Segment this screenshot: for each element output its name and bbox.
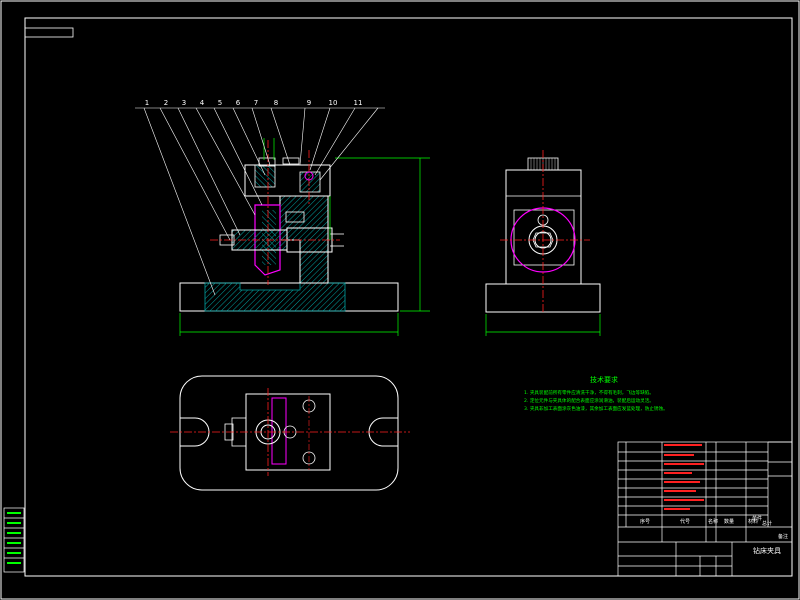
- callout-9: 9: [307, 99, 311, 107]
- drawing-code-box: [24, 27, 74, 38]
- part-callouts: 1 2 3 4 5 6 7 8 9 10 11: [145, 99, 363, 107]
- side-view: [485, 150, 601, 336]
- title-block-header-cell: 备注: [778, 533, 788, 540]
- bushing-section: [254, 164, 276, 188]
- callout-8: 8: [274, 99, 278, 107]
- title-block-header-cell: 总计: [762, 520, 772, 527]
- title-block-header-cell: 代号: [680, 518, 690, 525]
- set-screw: [285, 211, 305, 223]
- title-block-fill-lines: [664, 444, 704, 510]
- callout-3: 3: [182, 99, 186, 107]
- callout-5: 5: [218, 99, 222, 107]
- inner-frame: [24, 17, 793, 577]
- drawing-name: 钻床夹具: [753, 546, 781, 555]
- leader-lines: [135, 107, 385, 296]
- tech-req-line: 2. 定位元件与夹具体的配合表面应涂润滑油，装配后运动灵活。: [524, 397, 654, 404]
- title-block-headers: 序号 代号 名称数量 材料单件总计备注: [640, 515, 788, 540]
- tech-req-title: 技术要求: [590, 375, 618, 384]
- callout-10: 10: [329, 99, 338, 107]
- front-view: [135, 107, 430, 336]
- callout-1: 1: [145, 99, 149, 107]
- title-block-header-cell: 数量: [724, 518, 734, 525]
- tech-requirements: 1. 夹具装配前所有零件应清洗干净，不得有毛刺，飞边等缺陷。2. 定位元件与夹具…: [524, 389, 668, 412]
- workpiece-section: [254, 204, 281, 276]
- top-base-outline: [179, 375, 399, 491]
- base-section: [204, 282, 346, 312]
- top-view: [170, 375, 410, 491]
- callout-11: 11: [354, 99, 363, 107]
- tech-req-line: 1. 夹具装配前所有零件应清洗干净，不得有毛刺，飞边等缺陷。: [524, 389, 654, 396]
- front-dimensions: [179, 138, 430, 336]
- top-plate: [244, 164, 331, 197]
- tech-req-line: 3. 夹具非加工表面涂灰色油漆，其余加工表面应发蓝处理，防止锈蚀。: [524, 405, 668, 412]
- title-block-header-cell: 名称: [708, 518, 718, 525]
- title-block: [617, 441, 793, 577]
- fixing-screw-section: [299, 171, 321, 193]
- title-block-header-cell: 序号: [640, 518, 650, 525]
- left-signature-block: [3, 507, 25, 573]
- screw-head: [282, 157, 300, 165]
- callout-7: 7: [254, 99, 258, 107]
- side-column: [505, 169, 582, 285]
- callout-4: 4: [200, 99, 205, 107]
- callout-2: 2: [164, 99, 168, 107]
- callout-6: 6: [236, 99, 241, 107]
- title-block-header-cell: 材料: [748, 518, 758, 525]
- left-strip-marks: [7, 512, 21, 564]
- title-block-header-cell: 单件: [752, 515, 762, 522]
